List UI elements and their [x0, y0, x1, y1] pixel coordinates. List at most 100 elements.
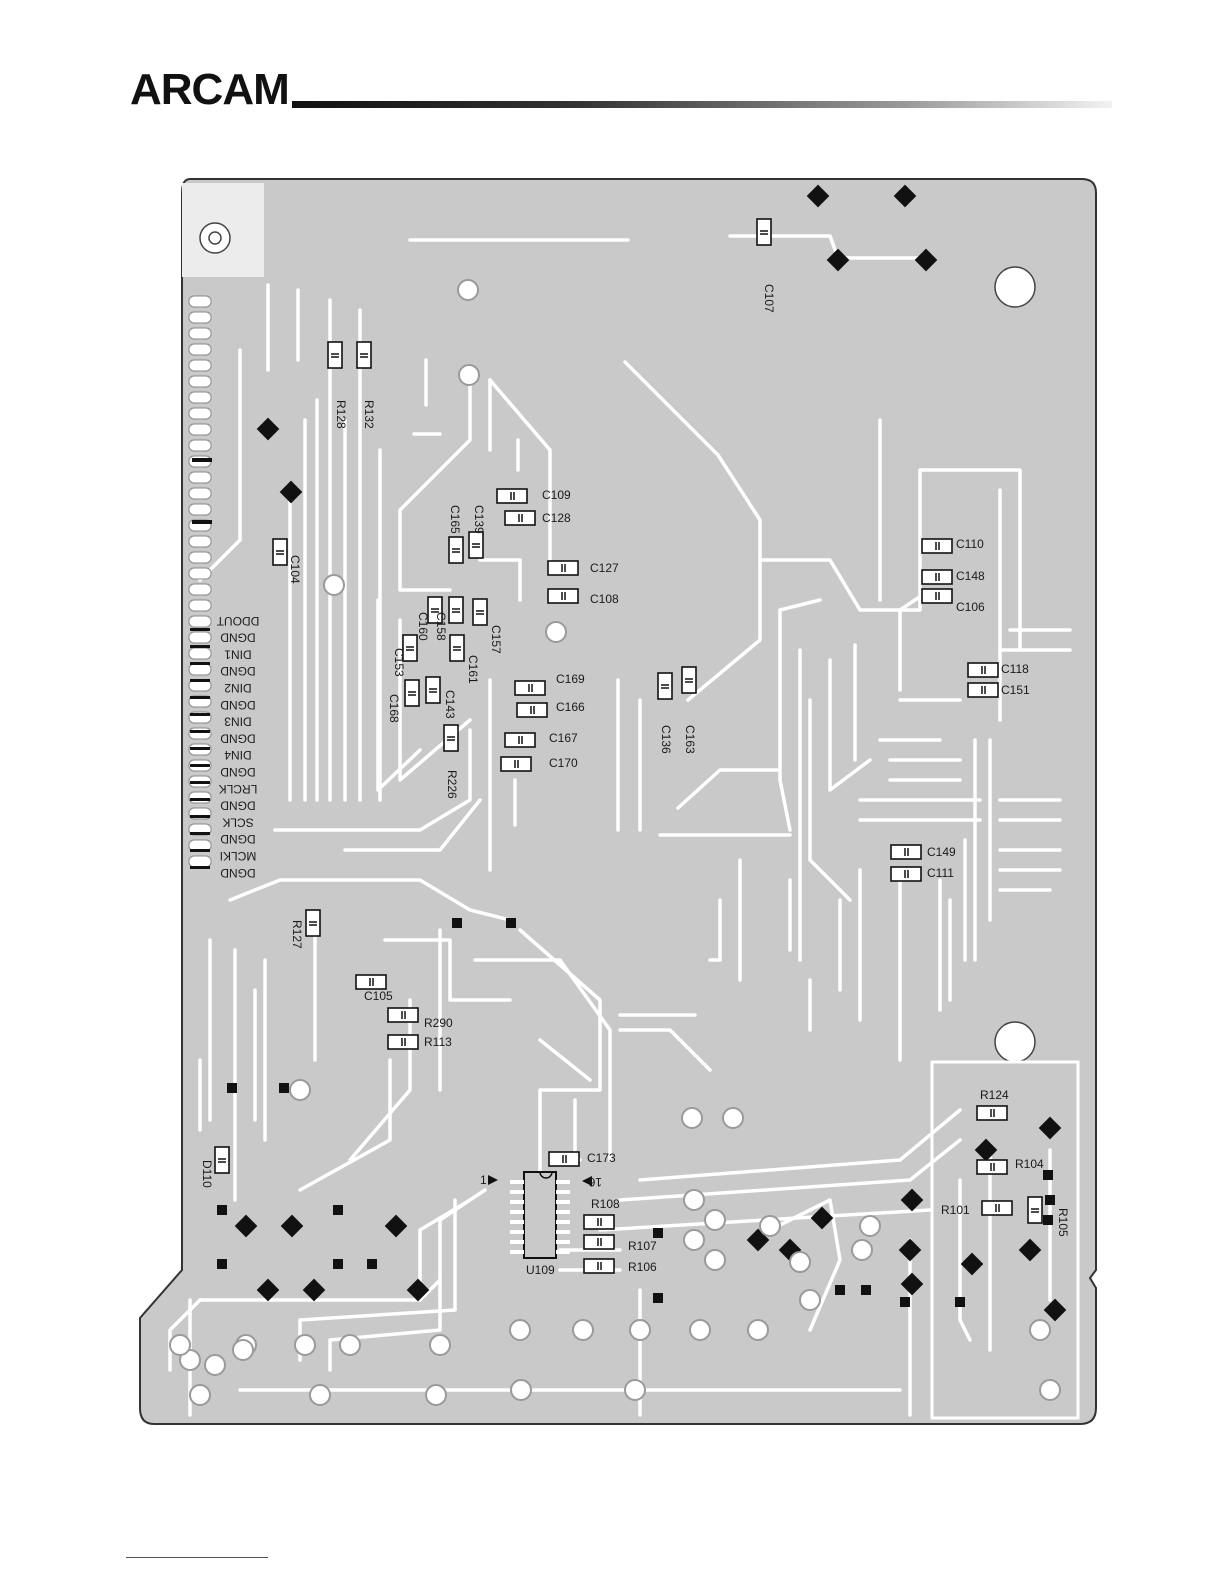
ref-label-c170: C170	[549, 756, 578, 770]
chip-notch	[539, 1171, 553, 1179]
component-body-c148	[921, 569, 953, 585]
square-pad-8	[367, 1259, 377, 1269]
ref-label-c139: C139	[472, 505, 486, 534]
trace-84	[638, 1108, 962, 1182]
ref-label-c167: C167	[549, 731, 578, 745]
through-hole-0	[681, 1107, 703, 1129]
through-hole-33	[179, 1349, 201, 1371]
connector-j1	[188, 295, 212, 869]
ref-label-c110: C110	[956, 537, 984, 551]
connector-pin-31	[188, 791, 212, 804]
connector-pin-13	[188, 503, 212, 516]
component-body-c143	[425, 676, 441, 704]
ref-label-r127: R127	[290, 920, 304, 949]
trace-74	[348, 998, 412, 1162]
component-body-r101	[981, 1200, 1013, 1216]
trace-94	[958, 1178, 972, 1342]
ref-label-c148: C148	[956, 569, 985, 583]
connector-gnd-bar-7	[190, 747, 210, 750]
trace-34	[778, 598, 822, 612]
ref-label-r107: R107	[628, 1239, 657, 1253]
ref-label-c165: C165	[448, 505, 462, 534]
connector-gnd-bar-9	[190, 781, 210, 784]
square-pad-15	[1043, 1170, 1053, 1180]
smd-pad-21	[1038, 1116, 1062, 1140]
chip-pin-right-4	[556, 1220, 570, 1224]
through-hole-12	[1039, 1379, 1061, 1401]
signal-label-1: DGND	[220, 631, 256, 645]
trace-101	[768, 1198, 842, 1332]
trace-78	[518, 928, 602, 1172]
connector-gnd-bar-3	[190, 679, 210, 682]
signal-label-14: MCLKI	[220, 849, 257, 863]
through-hole-3	[572, 1319, 594, 1341]
ref-label-c161: C161	[466, 655, 480, 684]
chip-pin-right-6	[556, 1240, 570, 1244]
through-hole-34	[204, 1354, 226, 1376]
trace-81	[618, 1028, 712, 1072]
ref-label-r132: R132	[362, 400, 376, 429]
connector-pin-18	[188, 583, 212, 596]
pin-1-arrow	[488, 1175, 498, 1185]
sub-area	[930, 1060, 1080, 1420]
through-hole-8	[309, 1384, 331, 1406]
through-hole-27	[683, 1229, 705, 1251]
pin-1-marker: 1	[480, 1173, 487, 1187]
smd-pad-5	[279, 480, 303, 504]
smd-pad-9	[302, 1278, 326, 1302]
through-hole-7	[189, 1384, 211, 1406]
connector-pin-19	[188, 599, 212, 612]
trace-23	[478, 558, 522, 602]
connector-mark-0	[192, 458, 212, 462]
component-body-r108	[583, 1214, 615, 1230]
connector-pin-5	[188, 375, 212, 388]
trace-3	[758, 468, 1022, 652]
through-hole-23	[799, 1289, 821, 1311]
square-pad-6	[217, 1259, 227, 1269]
trace-17	[398, 378, 472, 592]
smd-pad-11	[406, 1278, 430, 1302]
component-body-r124	[976, 1105, 1008, 1121]
signal-label-2: DIN1	[224, 647, 252, 661]
component-body-c153	[402, 634, 418, 662]
square-pad-5	[333, 1205, 343, 1215]
connector-mark-1	[192, 520, 212, 524]
signal-label-12: SCLK	[222, 815, 253, 829]
ref-label-c151: C151	[1001, 683, 1030, 697]
component-body-c165	[448, 536, 464, 564]
component-body-r226	[443, 724, 459, 752]
chip-pin-left-3	[510, 1210, 524, 1214]
component-body-r106	[583, 1258, 615, 1274]
connector-pin-12	[188, 487, 212, 500]
trace-18	[488, 378, 552, 562]
through-hole-1	[722, 1107, 744, 1129]
square-pad-0	[452, 918, 462, 928]
smd-pad-15	[900, 1188, 924, 1212]
connector-pin-16	[188, 551, 212, 564]
component-body-c170	[500, 756, 532, 772]
ref-label-c169: C169	[556, 672, 585, 686]
mounting-hole-right-top	[994, 266, 1036, 308]
component-body-c169	[514, 680, 546, 696]
component-body-c160	[427, 596, 443, 624]
smd-pad-19	[960, 1252, 984, 1276]
ref-label-c160: C160	[416, 612, 430, 641]
square-pad-3	[279, 1083, 289, 1093]
ref-label-c128: C128	[542, 511, 571, 525]
chip-pin-left-4	[510, 1220, 524, 1224]
trace-41	[708, 898, 722, 962]
square-pad-7	[333, 1259, 343, 1269]
component-body-c157	[472, 598, 488, 626]
smd-pad-4	[256, 417, 280, 441]
trace-2	[623, 360, 762, 702]
through-hole-17	[232, 1339, 254, 1361]
connector-gnd-bar-6	[190, 730, 210, 733]
component-body-c127	[547, 560, 579, 576]
component-body-c107	[756, 218, 772, 246]
component-body-r105	[1027, 1196, 1043, 1224]
ref-label-c149: C149	[927, 845, 956, 859]
ref-label-r128: R128	[334, 400, 348, 429]
chip-pin-right-0	[556, 1180, 570, 1184]
component-body-r104	[976, 1159, 1008, 1175]
through-hole-22	[289, 1079, 311, 1101]
